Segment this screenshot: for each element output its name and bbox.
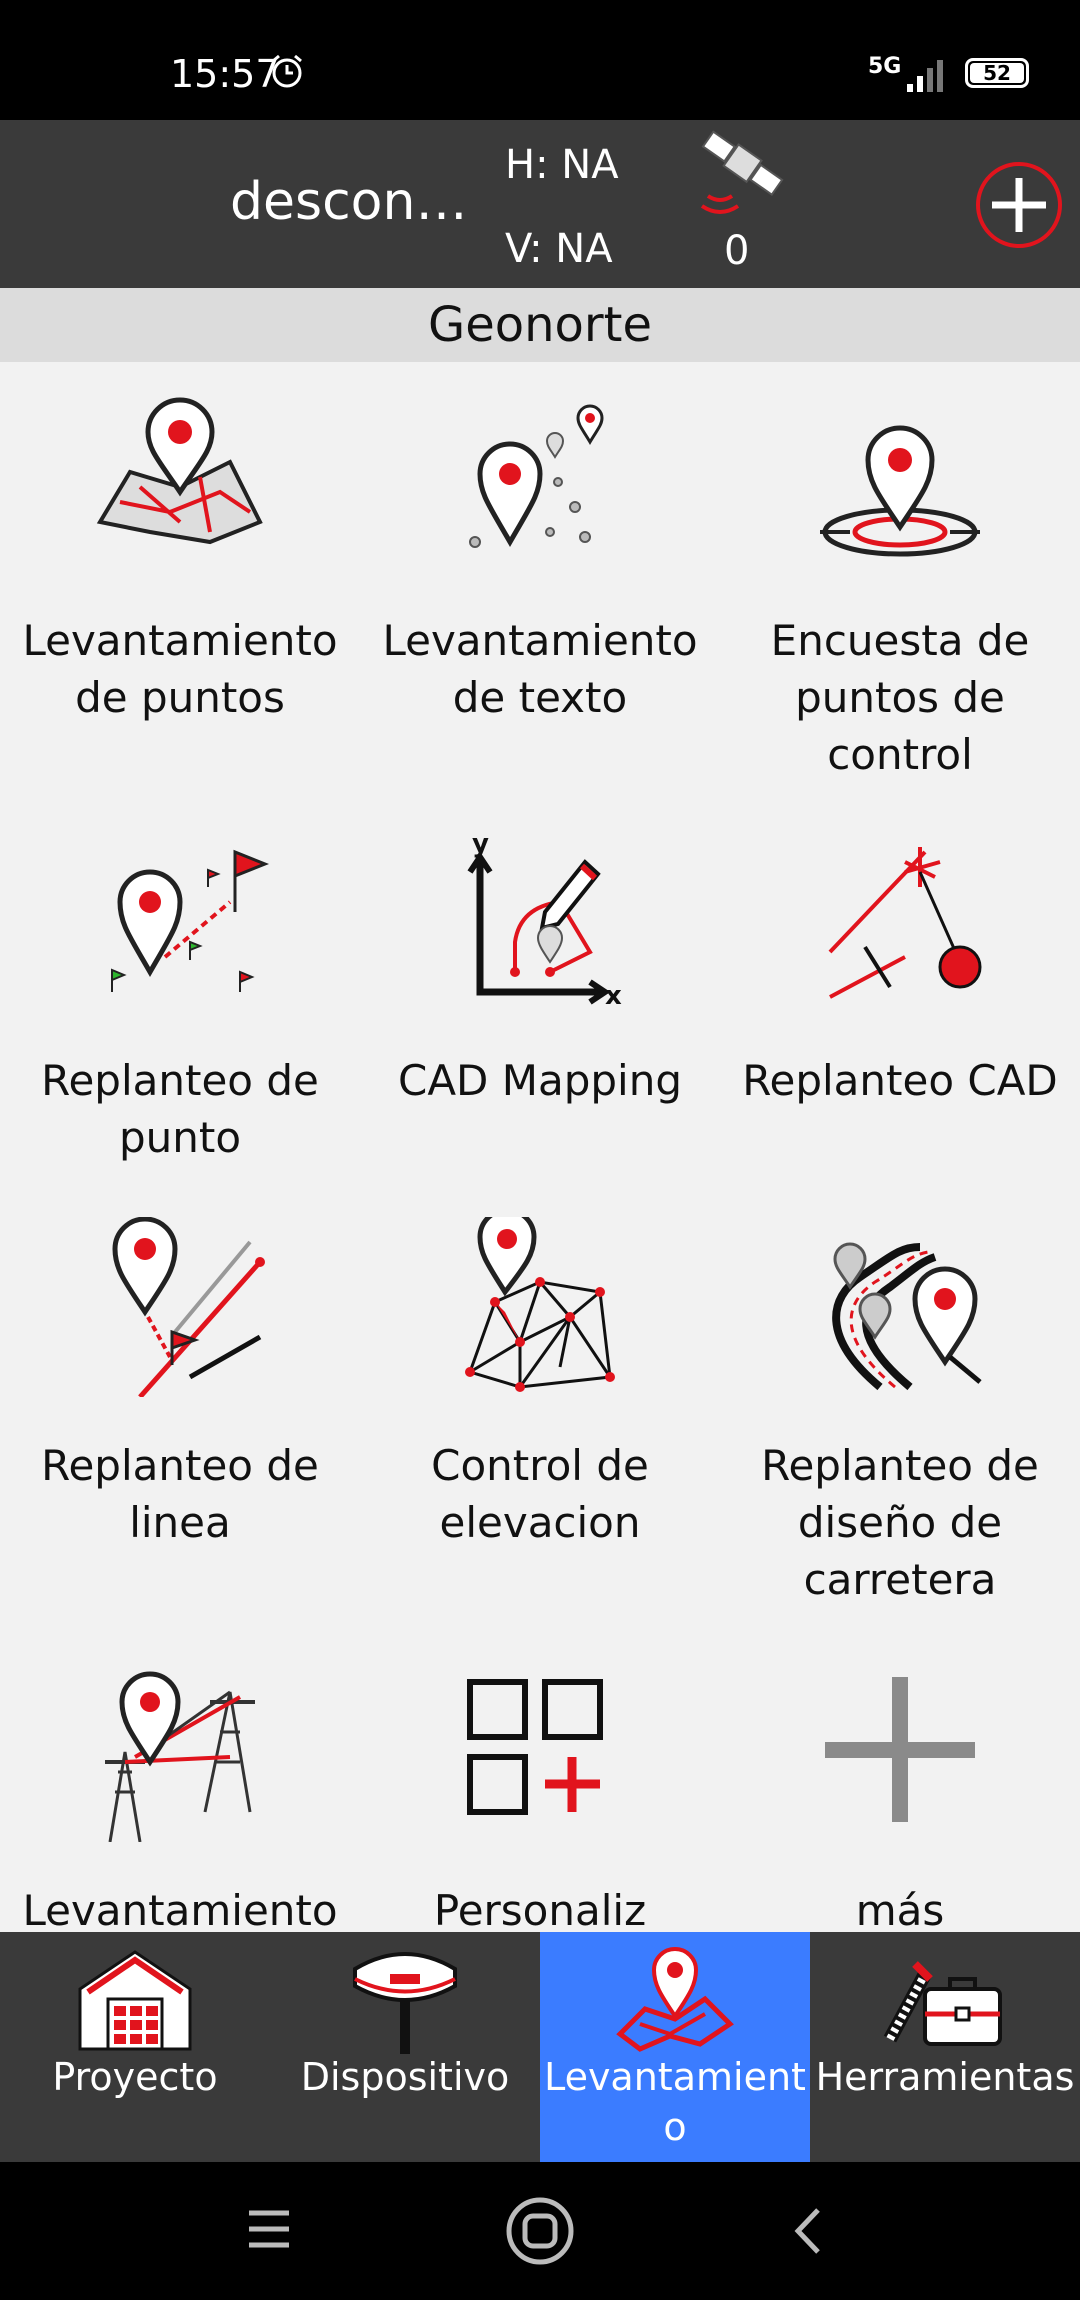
tile-label: Encuesta de puntos de control <box>770 616 1030 779</box>
tile-line-stakeout[interactable]: Replanteo de linea <box>0 1187 360 1632</box>
tile-label: Levantamiento de puntos <box>22 616 338 722</box>
status-time: 15:57 <box>170 52 280 96</box>
tile-label: Levantamiento <box>22 1886 338 1932</box>
cad-stakeout-icon <box>828 847 982 999</box>
alarm-icon <box>272 54 302 88</box>
project-title: Geonorte <box>0 288 1080 362</box>
tile-point-survey[interactable]: Levantamiento de puntos <box>0 362 360 802</box>
device-name[interactable]: descon… <box>230 172 468 232</box>
satellite-icon[interactable] <box>690 126 790 216</box>
battery-level: 52 <box>970 63 1024 83</box>
elevation-control-icon <box>465 1217 615 1392</box>
tools-icon <box>883 1961 1002 2046</box>
line-stakeout-icon <box>112 1217 265 1397</box>
nav-tab-tools[interactable]: Herramientas <box>810 1932 1080 2162</box>
point-survey-icon <box>96 397 263 545</box>
add-icon[interactable] <box>974 160 1064 250</box>
signal-icon <box>907 60 943 92</box>
tile-elevation-control[interactable]: Control de elevacion <box>360 1187 720 1632</box>
device-icon <box>353 1952 457 2054</box>
tile-label: Replanteo de linea <box>41 1441 319 1547</box>
text-survey-icon <box>469 404 604 548</box>
network-type: 5G <box>868 54 902 79</box>
nav-tab-device[interactable]: Dispositivo <box>270 1932 540 2162</box>
battery-icon: 52 <box>965 58 1029 88</box>
road-stakeout-icon <box>832 1242 982 1391</box>
control-point-icon <box>820 425 980 557</box>
menu-icon[interactable] <box>245 2207 293 2251</box>
nav-label: Proyecto <box>52 2055 218 2099</box>
survey-icon <box>616 1947 734 2052</box>
status-bar: 15:57 5G 52 <box>0 0 1080 120</box>
tile-label: Replanteo CAD <box>742 1056 1058 1105</box>
tile-road-stakeout[interactable]: Replanteo de diseño de carretera <box>720 1187 1080 1632</box>
tile-label: Personaliz <box>433 1886 647 1932</box>
nav-tab-survey[interactable]: Levantamient o <box>540 1932 810 2162</box>
horizontal-accuracy: H: NA <box>505 142 619 188</box>
satellite-count: 0 <box>724 228 750 274</box>
project-icon <box>78 1950 192 2051</box>
bottom-navigation: Proyecto Dispositivo Levantamient o <box>0 1932 1080 2162</box>
powerline-survey-icon <box>105 1671 255 1842</box>
tile-point-stakeout[interactable]: Replanteo de punto <box>0 802 360 1187</box>
tile-control-point-survey[interactable]: Encuesta de puntos de control <box>720 362 1080 802</box>
nav-label: Herramientas <box>815 2055 1075 2099</box>
point-stakeout-icon <box>111 849 270 992</box>
cad-mapping-icon: y x <box>467 832 622 1011</box>
tile-cad-stakeout[interactable]: Replanteo CAD <box>720 802 1080 1187</box>
tile-text-survey[interactable]: Levantamiento de texto <box>360 362 720 802</box>
tile-label: más <box>855 1886 945 1932</box>
nav-label: Dispositivo <box>300 2055 510 2099</box>
svg-text:y: y <box>472 832 489 859</box>
nav-label: Levantamient o <box>544 2055 806 2149</box>
system-navigation-bar <box>0 2162 1080 2300</box>
nav-tab-project[interactable]: Proyecto <box>0 1932 270 2162</box>
more-icon <box>825 1677 975 1822</box>
back-icon[interactable] <box>790 2206 826 2256</box>
tile-more[interactable]: más <box>720 1632 1080 1932</box>
home-icon[interactable] <box>505 2196 575 2266</box>
tile-label: Control de elevacion <box>431 1441 649 1547</box>
tile-label: Levantamiento de texto <box>382 616 698 722</box>
tile-customize[interactable]: Personaliz <box>360 1632 720 1932</box>
device-status-bar: descon… H: NA V: NA 0 <box>0 120 1080 288</box>
tile-label: Replanteo de punto <box>41 1056 319 1162</box>
svg-text:x: x <box>605 981 622 1011</box>
survey-function-grid: Levantamiento de puntos Levantamiento de… <box>0 362 1080 1932</box>
tile-label: CAD Mapping <box>398 1056 682 1105</box>
tile-label: Replanteo de diseño de carretera <box>761 1441 1039 1604</box>
customize-icon <box>467 1679 603 1815</box>
tile-cad-mapping[interactable]: y x CAD Mapping <box>360 802 720 1187</box>
vertical-accuracy: V: NA <box>505 226 613 272</box>
tile-powerline-survey[interactable]: Levantamiento <box>0 1632 360 1932</box>
